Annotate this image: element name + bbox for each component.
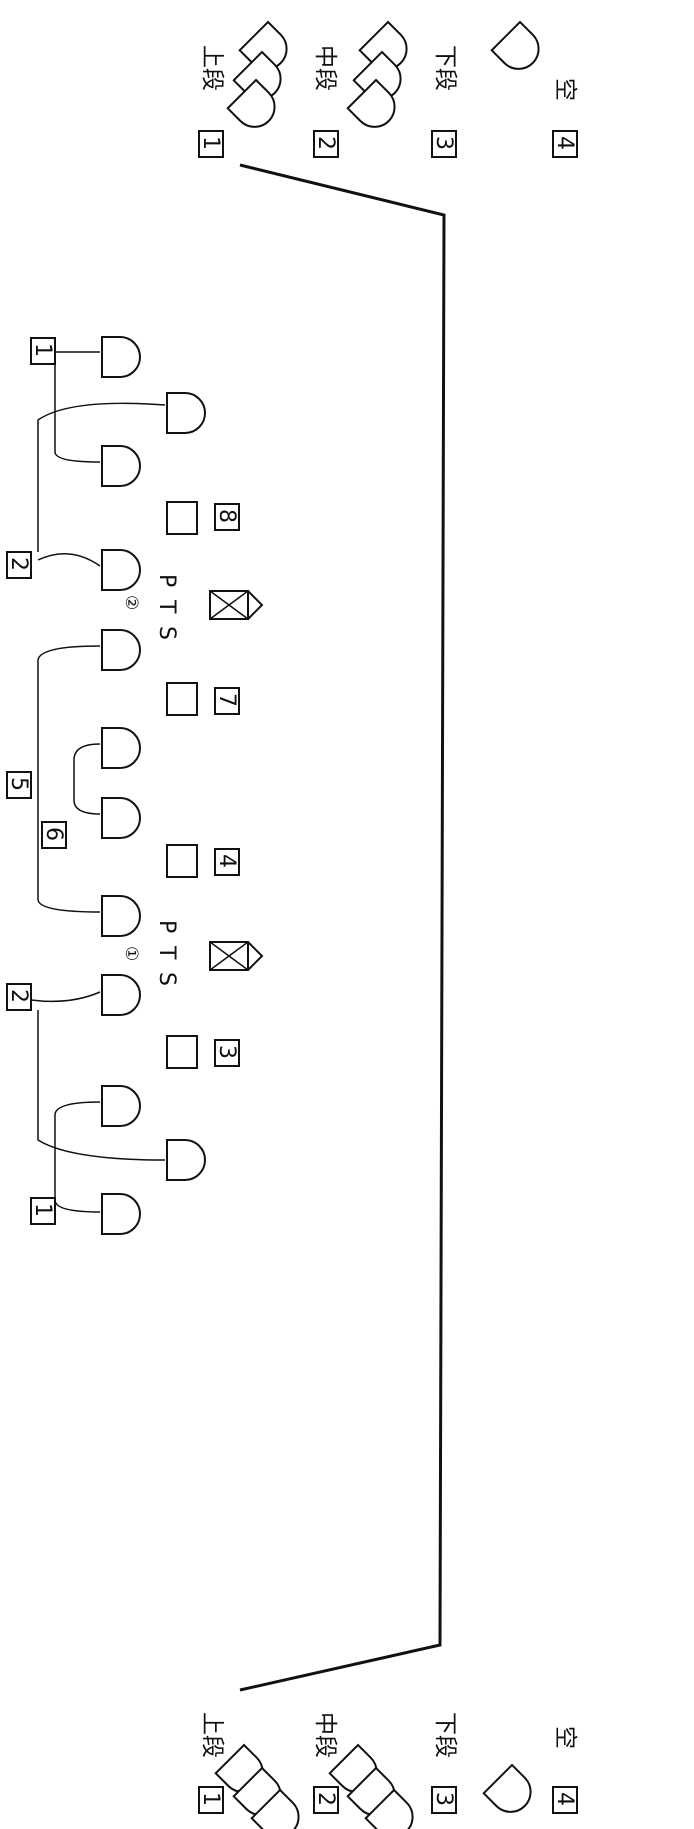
group-box-2-lower: 2 <box>6 983 32 1011</box>
svg-text:6: 6 <box>41 827 66 841</box>
svg-text:3: 3 <box>214 1045 239 1059</box>
group-box-2-upper: 2 <box>6 551 32 579</box>
position-box-8: 8 <box>214 503 240 531</box>
bottom-lower-label: 下段 <box>432 1712 458 1758</box>
pts-1: P T S ① <box>121 920 263 986</box>
bottom-empty-unit <box>482 1764 540 1822</box>
wire-6 <box>73 743 101 815</box>
svg-text:S: S <box>154 972 179 986</box>
position-box-3: 3 <box>214 1039 240 1067</box>
position-box-4: 4 <box>214 848 240 876</box>
position-square-4 <box>166 844 198 878</box>
group-box-1-upper: 1 <box>30 337 56 365</box>
unit-row-middle <box>101 629 141 937</box>
unit-row-lower <box>101 974 206 1235</box>
unit <box>101 974 141 1016</box>
unit <box>101 797 141 839</box>
unit <box>101 895 141 937</box>
svg-text:4: 4 <box>552 1792 577 1806</box>
unit <box>101 1085 141 1127</box>
position-box-7: 7 <box>214 687 240 715</box>
unit <box>101 549 141 591</box>
svg-text:P: P <box>154 574 179 587</box>
svg-text:T: T <box>154 945 179 960</box>
svg-text:3: 3 <box>431 1792 456 1806</box>
svg-text:1: 1 <box>30 343 55 357</box>
group-box-1-lower: 1 <box>30 1197 56 1225</box>
group-box-6: 6 <box>41 821 67 849</box>
svg-text:1: 1 <box>198 1792 223 1806</box>
top-middle-stack <box>346 21 416 137</box>
svg-text:2: 2 <box>313 1792 338 1806</box>
bottom-middle-label: 中段 <box>312 1712 338 1758</box>
svg-text:P: P <box>154 920 179 933</box>
top-empty-unit <box>490 21 548 79</box>
unit <box>101 727 141 769</box>
bottom-middle-stack <box>328 1744 422 1829</box>
top-box-3: 3 <box>431 130 457 158</box>
svg-text:S: S <box>154 626 179 640</box>
svg-text:2: 2 <box>6 989 31 1003</box>
svg-text:7: 7 <box>214 693 239 707</box>
wire-5 <box>37 645 101 913</box>
svg-text:3: 3 <box>431 136 456 150</box>
bottom-box-2: 2 <box>313 1786 339 1814</box>
group-box-5: 5 <box>6 771 32 799</box>
svg-text:①: ① <box>121 946 141 961</box>
svg-text:2: 2 <box>313 136 338 150</box>
outline-trapezoid <box>239 163 446 1692</box>
svg-text:4: 4 <box>552 136 577 150</box>
wire-1-lower <box>54 1101 101 1213</box>
unit <box>166 392 206 434</box>
svg-text:5: 5 <box>6 777 31 791</box>
bottom-box-4: 4 <box>552 1786 578 1814</box>
bottom-upper-label: 上段 <box>199 1712 225 1758</box>
position-square-3 <box>166 1035 198 1069</box>
bottom-box-1: 1 <box>198 1786 224 1814</box>
unit <box>101 1193 141 1235</box>
top-lower-label: 下段 <box>432 45 458 91</box>
svg-text:T: T <box>154 599 179 614</box>
wire-2-upper <box>37 402 166 567</box>
svg-text:4: 4 <box>214 854 239 868</box>
svg-text:1: 1 <box>30 1203 55 1217</box>
unit-row-upper <box>101 336 206 591</box>
bottom-box-3: 3 <box>431 1786 457 1814</box>
top-box-2: 2 <box>313 130 339 158</box>
position-square-8 <box>166 501 198 535</box>
top-upper-label: 上段 <box>199 45 225 91</box>
pts-2: P T S ② <box>121 574 263 640</box>
bottom-empty-label: 空 <box>552 1726 578 1749</box>
svg-text:2: 2 <box>6 557 31 571</box>
svg-text:②: ② <box>121 595 141 610</box>
wire-1-upper <box>54 351 101 463</box>
top-middle-label: 中段 <box>312 45 338 91</box>
bottom-upper-stack <box>214 1744 308 1829</box>
svg-text:8: 8 <box>214 509 239 523</box>
svg-text:1: 1 <box>198 136 223 150</box>
unit <box>101 629 141 671</box>
unit <box>101 336 141 378</box>
unit <box>166 1139 206 1181</box>
top-box-1: 1 <box>198 130 224 158</box>
top-upper-stack <box>226 21 296 137</box>
position-square-7 <box>166 682 198 716</box>
top-empty-label: 空 <box>552 78 578 101</box>
wire-2-lower <box>30 991 166 1161</box>
unit <box>101 445 141 487</box>
top-box-4: 4 <box>552 130 578 158</box>
